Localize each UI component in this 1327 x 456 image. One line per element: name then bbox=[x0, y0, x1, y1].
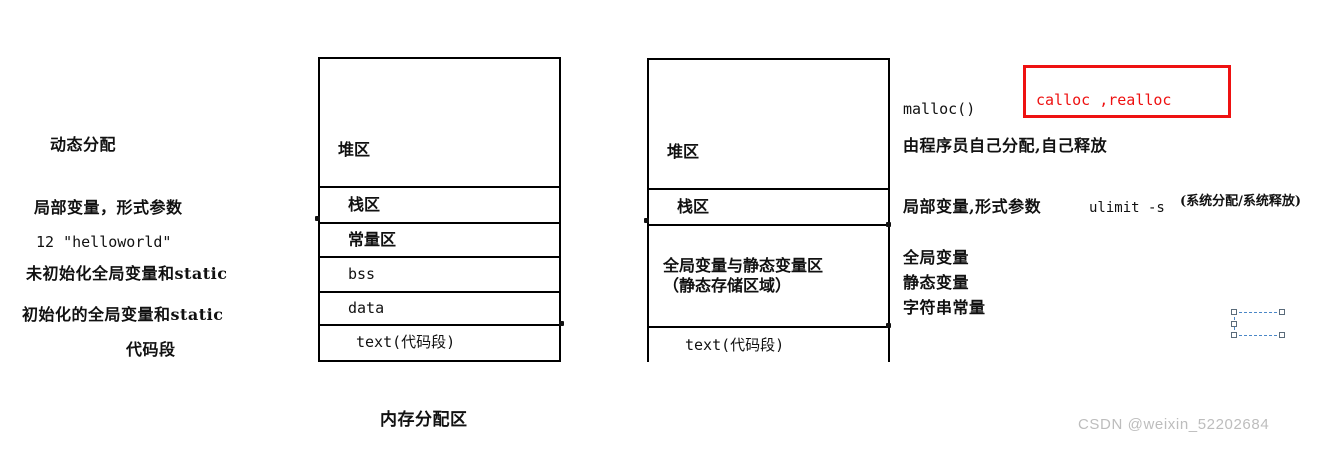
memory-row-stack-label: 栈区 bbox=[348, 195, 381, 214]
selection-handle-middle-left[interactable] bbox=[1231, 321, 1237, 327]
annotation-static-variables: 静态变量 bbox=[903, 273, 970, 292]
figure-caption: 内存分配区 bbox=[380, 410, 468, 430]
selection-handle[interactable] bbox=[315, 216, 320, 221]
memory-row-text: text(代码段) bbox=[320, 326, 559, 359]
callout-box-calloc-realloc: calloc ,realloc bbox=[1023, 65, 1231, 118]
annotation-ulimit-command: ulimit -s bbox=[1089, 200, 1165, 216]
annotation-string-constants: 字符串常量 bbox=[903, 298, 986, 317]
selection-handle[interactable] bbox=[559, 321, 564, 326]
annotation-initialized-globals: 初始化的全局变量和static bbox=[22, 305, 224, 324]
annotation-global-variables: 全局变量 bbox=[903, 248, 970, 267]
memory-row-heap-label: 堆区 bbox=[667, 142, 700, 161]
memory-row-heap-label: 堆区 bbox=[338, 140, 371, 159]
annotation-system-allocated: (系统分配/系统释放) bbox=[1180, 194, 1302, 209]
annotation-code-segment: 代码段 bbox=[126, 340, 176, 359]
annotation-dynamic-allocation: 动态分配 bbox=[50, 135, 117, 154]
selection-handle[interactable] bbox=[886, 222, 891, 227]
annotation-stack-contents: 局部变量,形式参数 bbox=[903, 197, 1042, 216]
memory-row-heap: 堆区 bbox=[320, 59, 559, 188]
selection-handle-top-left[interactable] bbox=[1231, 309, 1237, 315]
selection-dashed-line-top bbox=[1234, 312, 1282, 313]
memory-diagram-simplified: 堆区 栈区 全局变量与静态变量区 （静态存储区域） text(代码段) bbox=[647, 58, 890, 362]
selection-handle-bottom-right[interactable] bbox=[1279, 332, 1285, 338]
selected-placeholder-object[interactable] bbox=[1231, 309, 1285, 338]
annotation-uninitialized-globals: 未初始化全局变量和static bbox=[26, 264, 228, 283]
memory-row-heap: 堆区 bbox=[649, 60, 888, 190]
memory-row-stack: 栈区 bbox=[649, 190, 888, 226]
memory-row-constant: 常量区 bbox=[320, 224, 559, 258]
annotation-malloc: malloc() bbox=[903, 100, 976, 118]
memory-row-static-label: 全局变量与静态变量区 （静态存储区域） bbox=[663, 256, 824, 295]
memory-row-text-label: text(代码段) bbox=[356, 333, 456, 352]
memory-row-data: data bbox=[320, 293, 559, 326]
memory-diagram-detailed: 堆区 栈区 常量区 bss data text(代码段) bbox=[318, 57, 561, 362]
memory-row-data-label: data bbox=[348, 299, 385, 318]
memory-row-bss: bss bbox=[320, 258, 559, 293]
selection-handle[interactable] bbox=[886, 323, 891, 328]
memory-row-bss-label: bss bbox=[348, 265, 376, 284]
annotation-local-variables: 局部变量，形式参数 bbox=[34, 198, 183, 217]
memory-row-constant-label: 常量区 bbox=[348, 230, 397, 249]
selection-handle-top-right[interactable] bbox=[1279, 309, 1285, 315]
selection-handle[interactable] bbox=[644, 218, 649, 223]
memory-row-text: text(代码段) bbox=[649, 328, 888, 362]
selection-dashed-line-bottom bbox=[1234, 335, 1282, 336]
memory-row-stack-label: 栈区 bbox=[677, 197, 710, 216]
memory-row-static: 全局变量与静态变量区 （静态存储区域） bbox=[649, 226, 888, 328]
memory-row-text-label: text(代码段) bbox=[685, 335, 785, 354]
memory-row-stack: 栈区 bbox=[320, 188, 559, 224]
callout-box-label: calloc ,realloc bbox=[1036, 91, 1172, 109]
annotation-string-literal: 12 "helloworld" bbox=[36, 233, 172, 251]
selection-handle-bottom-left[interactable] bbox=[1231, 332, 1237, 338]
annotation-heap-managed-by-programmer: 由程序员自己分配,自己释放 bbox=[903, 136, 1108, 155]
watermark: CSDN @weixin_52202684 bbox=[1078, 416, 1270, 433]
